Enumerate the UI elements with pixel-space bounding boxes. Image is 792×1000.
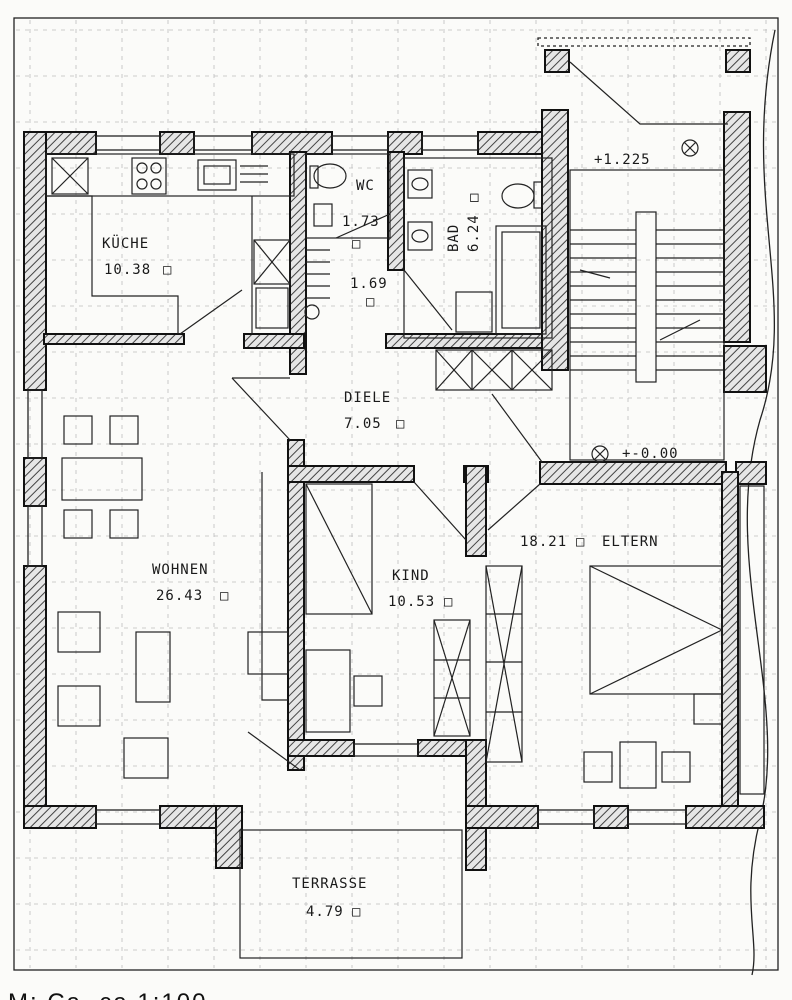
living-label: WOHNEN: [152, 562, 209, 578]
child-room-furniture: [305, 483, 471, 737]
child-unit: □: [444, 594, 453, 610]
child-area: 10.53: [388, 594, 435, 610]
wc-unit: □: [352, 236, 361, 252]
bath-area: 6.24: [466, 214, 482, 252]
kitchen-unit: □: [163, 262, 172, 278]
walls: [23, 49, 767, 871]
wc-label: WC: [356, 178, 375, 194]
drawing-frame: [13, 17, 779, 971]
kitchen-fixtures: [45, 153, 295, 335]
parents-area: 18.21: [520, 534, 567, 550]
bathroom-fixtures: [304, 153, 553, 339]
door-swings: [231, 377, 543, 771]
corridor-unit: □: [366, 294, 375, 310]
living-unit: □: [220, 588, 229, 604]
terrace-unit: □: [352, 904, 361, 920]
corridor-area: 1.69: [350, 276, 388, 292]
parents-unit: □: [576, 534, 585, 550]
staircase: [569, 61, 728, 463]
kitchen-label: KÜCHE: [102, 234, 149, 252]
hall-label: DIELE: [344, 390, 391, 406]
hall-cabinets: [435, 349, 553, 391]
kitchen-area: 10.38: [104, 262, 151, 278]
hall-unit: □: [396, 416, 405, 432]
scale-label: M: Ca. ca 1:100: [8, 989, 207, 1000]
bath-label: BAD: [446, 224, 462, 252]
wc-area: 1.73: [342, 214, 380, 230]
windows: [27, 37, 751, 825]
parents-label: ELTERN: [602, 534, 659, 550]
background-grid: [16, 20, 776, 968]
bath-unit: □: [466, 193, 482, 202]
cut-line: [746, 29, 776, 976]
living-furniture: [57, 415, 289, 779]
terrace-label: TERRASSE: [292, 876, 367, 892]
terrace-outline: [239, 829, 463, 959]
level-ground: +-0.00: [622, 446, 679, 462]
terrace-area: 4.79: [306, 904, 344, 920]
level-upper: +1.225: [594, 152, 651, 168]
living-area: 26.43: [156, 588, 203, 604]
hall-area: 7.05: [344, 416, 382, 432]
parents-room-furniture: [485, 485, 765, 795]
child-label: KIND: [392, 568, 430, 584]
room-labels: KÜCHE 10.38 □ WC 1.73 □ 1.69 □ BAD 6.24 …: [102, 152, 679, 920]
